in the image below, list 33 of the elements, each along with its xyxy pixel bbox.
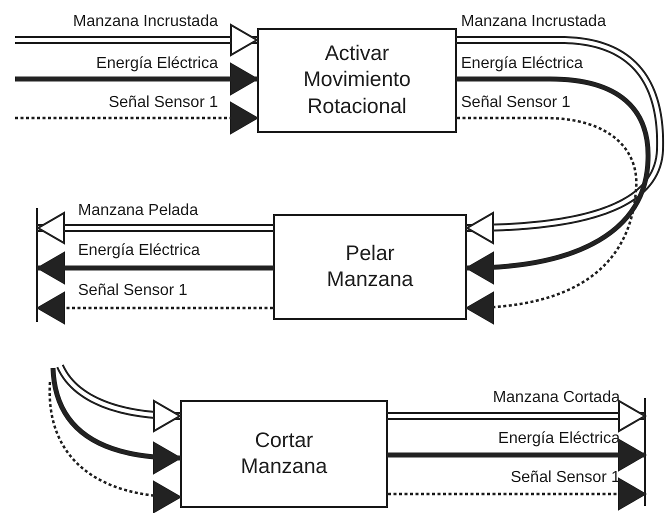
flow-label: Manzana Cortada <box>492 390 620 406</box>
energy-flow-arrow <box>15 63 258 95</box>
material-flow-arrow <box>387 400 646 432</box>
signal-flow-arrow <box>15 102 258 134</box>
signal-flow-arrow <box>37 292 273 324</box>
energy-flow-arrow <box>457 76 650 284</box>
flow-label: Manzana Pelada <box>78 203 198 219</box>
signal-flow-arrow <box>388 478 646 510</box>
energy-flow-arrow <box>388 439 646 471</box>
function-name: Activar Movimiento Rotacional <box>302 41 412 120</box>
flow-label: Energía Eléctrica <box>461 56 583 72</box>
material-flow-arrow <box>37 212 274 244</box>
flow-label: Señal Sensor 1 <box>78 283 188 299</box>
flow-label: Señal Sensor 1 <box>108 95 218 111</box>
signal-flow-arrow <box>48 382 181 512</box>
function-box <box>257 28 457 133</box>
material-flow-arrow <box>456 36 664 244</box>
flow-label: Energía Eléctrica <box>498 431 620 447</box>
flow-label: Señal Sensor 1 <box>510 470 620 486</box>
flow-label: Señal Sensor 1 <box>461 95 570 111</box>
energy-flow-arrow <box>50 368 181 474</box>
function-name: Cortar Manzana <box>240 428 328 480</box>
energy-flow-arrow <box>37 252 273 284</box>
function-box <box>180 400 388 508</box>
function-name: Pelar Manzana <box>326 240 414 293</box>
material-flow-arrow <box>56 364 181 432</box>
flow-label: Manzana Incrustada <box>73 14 218 30</box>
flow-label: Energía Eléctrica <box>78 243 200 259</box>
material-flow-arrow <box>14 24 258 56</box>
flow-label: Energía Eléctrica <box>96 56 218 72</box>
function-box <box>273 214 467 320</box>
flow-label: Manzana Incrustada <box>461 14 606 30</box>
signal-flow-arrow <box>457 116 638 324</box>
